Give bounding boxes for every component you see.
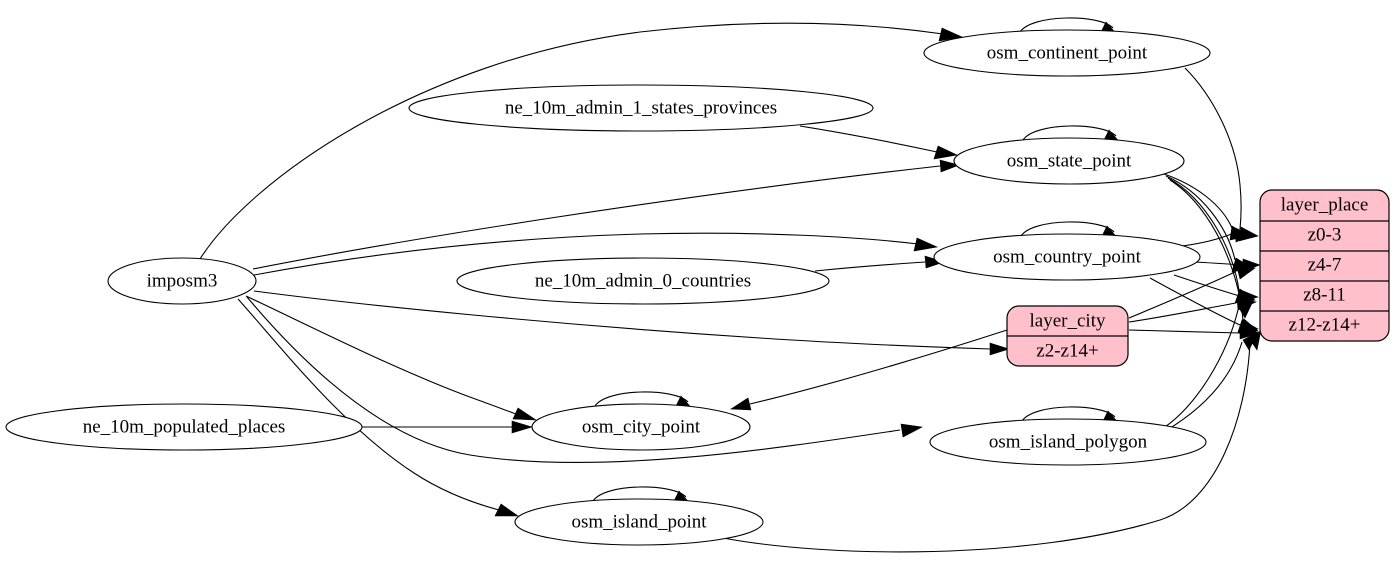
node-layer_place[interactable]: layer_place z0-3 z4-7 z8-11 z12-z14+: [1259, 189, 1390, 342]
edge-osm_island_polygon-to-layer_place-z8-11: [1164, 298, 1255, 428]
node-ne_10m_populated_places-label: ne_10m_populated_places: [83, 416, 286, 437]
node-osm_continent_point[interactable]: osm_continent_point: [923, 29, 1211, 77]
edge-imposm3-to-osm_island_point: [237, 298, 519, 517]
edge-osm_continent_point-to-layer_place-z0-3: [1184, 67, 1259, 242]
edge-osm_island_point-to-layer_place-z12-z14+: [722, 328, 1262, 553]
node-ne_10m_populated_places[interactable]: ne_10m_populated_places: [5, 403, 363, 451]
node-osm_country_point[interactable]: osm_country_point: [933, 233, 1201, 281]
node-osm_continent_point-label: osm_continent_point: [987, 42, 1148, 63]
layer_place-row-z8-11[interactable]: z8-11: [1303, 284, 1346, 305]
edge-imposm3-to-osm_state_point: [252, 159, 960, 270]
node-osm_island_polygon[interactable]: osm_island_polygon: [929, 418, 1207, 466]
layer_city-title: layer_city: [1030, 310, 1106, 331]
edge-imposm3-to-osm_country_point: [253, 232, 939, 276]
edge-imposm3-to-osm_city_point: [245, 295, 538, 421]
node-imposm3-label: imposm3: [147, 270, 218, 291]
node-osm_city_point[interactable]: osm_city_point: [531, 403, 751, 451]
edge-ne_states_provinces-to-osm_state_point: [799, 125, 958, 160]
node-osm_state_point[interactable]: osm_state_point: [953, 137, 1185, 185]
edge-osm_country_point-to-layer_place-z0-3: [1181, 227, 1253, 247]
node-imposm3[interactable]: imposm3: [107, 257, 257, 305]
edge-layer_city-to-layer_place-z12-z14+: [1128, 326, 1260, 340]
node-ne_10m_admin_1_states_provinces[interactable]: ne_10m_admin_1_states_provinces: [408, 84, 874, 132]
edge-imposm3-to-osm_island_polygon: [246, 296, 923, 464]
layer_place-row-z12-z14plus[interactable]: z12-z14+: [1289, 314, 1361, 335]
node-osm_island_polygon-label: osm_island_polygon: [989, 431, 1148, 452]
node-layer_city[interactable]: layer_city z2-z14+: [1006, 305, 1129, 367]
node-ne_10m_admin_0_countries-label: ne_10m_admin_0_countries: [535, 270, 751, 291]
edge-imposm3-to-osm_continent_point: [199, 22, 964, 260]
node-osm_city_point-label: osm_city_point: [582, 416, 701, 437]
node-osm_state_point-label: osm_state_point: [1007, 150, 1132, 171]
node-ne_10m_admin_1_states_provinces-label: ne_10m_admin_1_states_provinces: [505, 97, 777, 118]
edge-layer_city-to-osm_city_point: [730, 329, 1008, 411]
source-nodes: imposm3 ne_10m_admin_1_states_provinces …: [5, 84, 874, 451]
node-osm_island_point[interactable]: osm_island_point: [514, 498, 764, 546]
node-ne_10m_admin_0_countries[interactable]: ne_10m_admin_0_countries: [456, 257, 830, 305]
layer_city-row-z2-z14plus[interactable]: z2-z14+: [1036, 340, 1098, 361]
edge-layer: [199, 17, 1262, 553]
table-nodes: osm_continent_point osm_state_point osm_…: [514, 29, 1211, 546]
edge-ne_countries-to-osm_country_point: [814, 255, 945, 272]
layer_place-row-z4-7[interactable]: z4-7: [1308, 254, 1342, 275]
edge-ne_populated_places-to-osm_city_point: [362, 420, 534, 434]
node-osm_island_point-label: osm_island_point: [571, 511, 707, 532]
edge-osm_country_point-to-layer_place-z8-11: [1173, 274, 1259, 303]
layer_place-row-z0-3[interactable]: z0-3: [1308, 224, 1342, 245]
edge-imposm3-to-layer_city: [253, 290, 1010, 356]
layer_place-title: layer_place: [1281, 194, 1369, 215]
edge-layer_city-to-layer_place-z4-7: [1128, 266, 1256, 319]
node-osm_country_point-label: osm_country_point: [993, 246, 1141, 267]
edge-osm_island_polygon-to-layer_place-z12-z14+: [1166, 331, 1259, 431]
